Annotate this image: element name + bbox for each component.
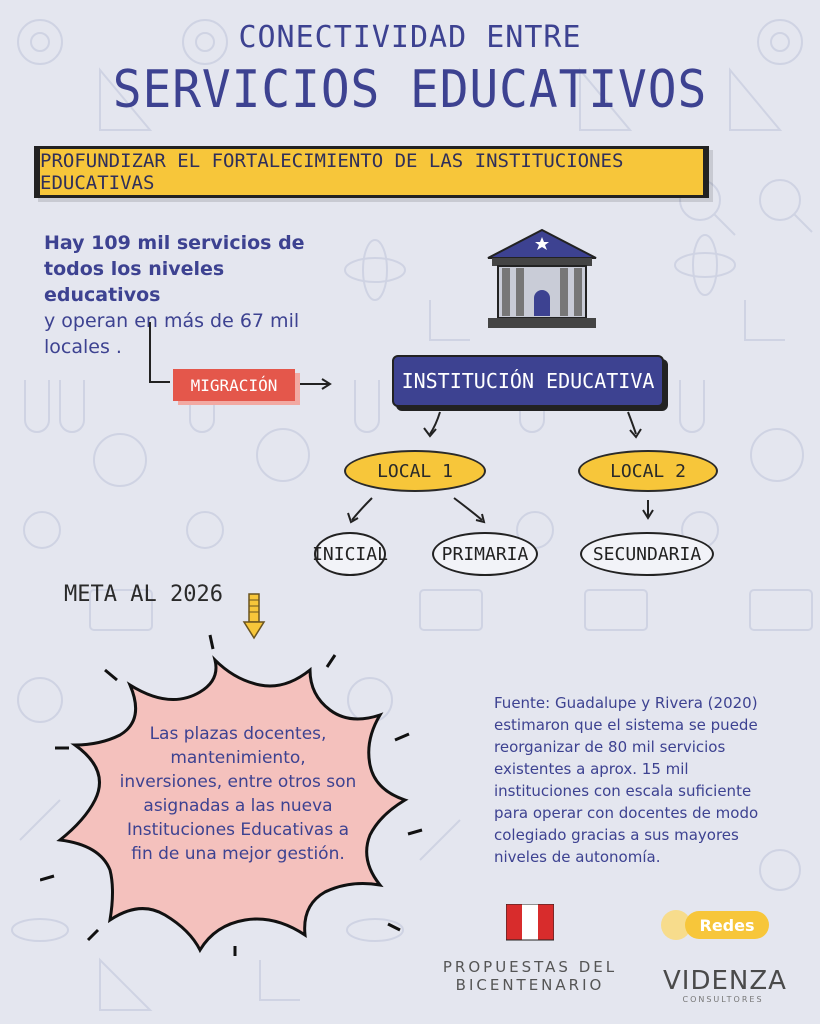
intro-text: Hay 109 mil servicios de todos los nivel… [44, 230, 324, 360]
level-primaria: PRIMARIA [432, 532, 538, 576]
source-text: Fuente: Guadalupe y Rivera (2020) estima… [494, 694, 759, 866]
intro-line3: y operan en más de 67 mil [44, 310, 300, 332]
redes-circle-icon [661, 910, 691, 940]
goal-text: Las plazas docentes, mantenimiento, inve… [119, 724, 357, 864]
building-icon [487, 228, 597, 328]
level-inicial: INICIAL [312, 532, 388, 576]
page-title-line2: SERVICIOS EDUCATIVOS [112, 60, 708, 120]
intro-line4: locales . [44, 336, 122, 358]
videnza-consultores: CONSULTORES [682, 995, 764, 1004]
flag-peru-icon [506, 904, 554, 941]
local-1-node: LOCAL 1 [344, 450, 486, 492]
subtitle-banner-text: PROFUNDIZAR EL FORTALECIMIENTO DE LAS IN… [40, 150, 624, 194]
propuestas-line1: PROPUESTAS DEL [442, 958, 618, 976]
subtitle-banner: PROFUNDIZAR EL FORTALECIMIENTO DE LAS IN… [34, 146, 709, 198]
intro-bold-line1: Hay 109 mil servicios de [44, 232, 305, 254]
redes-badge: Redes [685, 911, 769, 939]
goal-burst [40, 634, 423, 956]
level-secundaria: SECUNDARIA [580, 532, 714, 576]
propuestas-logo: PROPUESTAS DEL BICENTENARIO [440, 958, 620, 994]
migration-label: MIGRACIÓN [173, 369, 295, 401]
videnza-logo: VIDENZA [663, 966, 787, 996]
institution-box: INSTITUCIÓN EDUCATIVA [392, 355, 664, 407]
down-arrow-icon [242, 593, 266, 640]
intro-bold-line2: todos los niveles educativos [44, 258, 225, 306]
goal-label: META AL 2026 [64, 582, 223, 607]
local-2-node: LOCAL 2 [578, 450, 718, 492]
propuestas-line2: BICENTENARIO [455, 976, 605, 994]
page-title-line1: CONECTIVIDAD ENTRE [238, 20, 582, 55]
